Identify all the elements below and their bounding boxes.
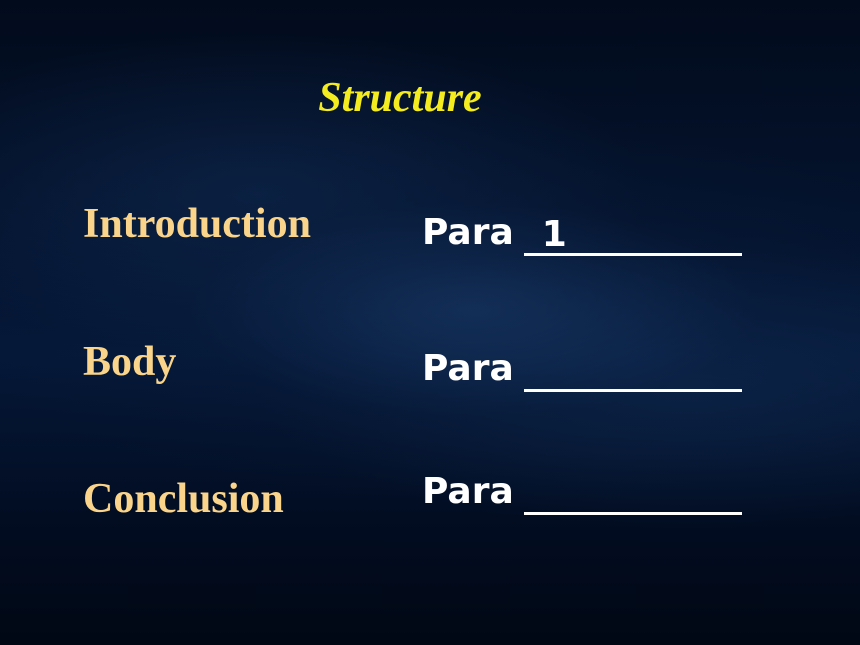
para-line-conclusion: Para xyxy=(422,469,742,515)
section-label-conclusion: Conclusion xyxy=(83,476,284,522)
answer-blank-body[interactable] xyxy=(523,349,742,392)
section-label-body: Body xyxy=(83,339,177,385)
answer-blank-introduction[interactable]: 1 xyxy=(523,213,742,256)
answer-value: 1 xyxy=(541,214,567,255)
section-label-introduction: Introduction xyxy=(83,201,311,247)
answer-blank-conclusion[interactable] xyxy=(523,472,742,515)
para-prefix: Para xyxy=(422,348,514,389)
slide-title: Structure xyxy=(318,75,482,121)
para-prefix: Para xyxy=(422,471,514,512)
para-prefix: Para xyxy=(422,212,514,253)
para-line-body: Para xyxy=(422,346,742,392)
para-line-introduction: Para 1 xyxy=(422,210,742,256)
